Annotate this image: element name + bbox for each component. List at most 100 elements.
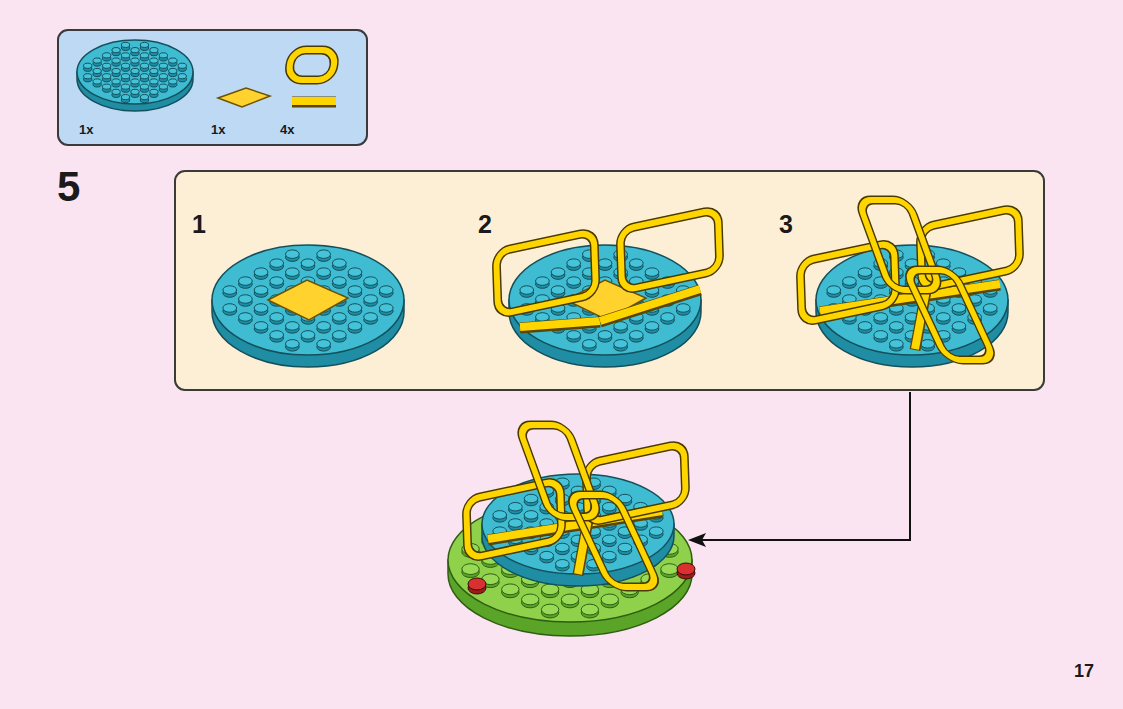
stud bbox=[551, 268, 565, 277]
stud bbox=[858, 286, 872, 295]
stud bbox=[121, 95, 129, 100]
stud bbox=[121, 63, 129, 68]
stud bbox=[618, 543, 632, 552]
stud bbox=[301, 259, 315, 268]
bar-base bbox=[520, 322, 600, 328]
stud bbox=[254, 322, 268, 331]
quantity-label: 1x bbox=[211, 123, 225, 136]
stud bbox=[541, 604, 558, 615]
handle-outline bbox=[466, 480, 562, 559]
stud bbox=[93, 58, 101, 63]
stud bbox=[952, 322, 966, 331]
stud bbox=[285, 340, 299, 349]
handle-loop bbox=[858, 200, 941, 290]
stud bbox=[140, 53, 148, 58]
stud bbox=[582, 340, 596, 349]
stud bbox=[601, 594, 618, 605]
stud bbox=[502, 584, 519, 595]
stud bbox=[121, 84, 129, 89]
stud bbox=[112, 68, 120, 73]
stud bbox=[524, 494, 538, 503]
stud bbox=[661, 313, 675, 322]
stud bbox=[140, 63, 148, 68]
stud bbox=[858, 322, 872, 331]
stud bbox=[169, 68, 177, 73]
stud bbox=[150, 58, 158, 63]
stud bbox=[131, 68, 139, 73]
stud bbox=[858, 268, 872, 277]
stud bbox=[150, 89, 158, 94]
stud bbox=[159, 53, 167, 58]
handle-loop bbox=[288, 50, 336, 80]
stud bbox=[84, 63, 92, 68]
stud bbox=[254, 286, 268, 295]
stud bbox=[524, 511, 538, 520]
stud bbox=[270, 259, 284, 268]
handle-fill bbox=[466, 480, 562, 559]
stud bbox=[112, 58, 120, 63]
stud bbox=[581, 604, 598, 615]
stud bbox=[270, 313, 284, 322]
stud bbox=[629, 331, 643, 340]
stud bbox=[150, 48, 158, 53]
stud bbox=[462, 564, 479, 575]
stud bbox=[348, 268, 362, 277]
handle-fill bbox=[586, 443, 686, 523]
stud bbox=[140, 95, 148, 100]
stud bbox=[131, 58, 139, 63]
handle-loop bbox=[568, 495, 659, 587]
stud bbox=[555, 543, 569, 552]
stud bbox=[889, 322, 903, 331]
stud bbox=[223, 286, 237, 295]
handle-fill bbox=[905, 270, 995, 360]
handle-outline bbox=[620, 209, 720, 291]
stud bbox=[102, 74, 110, 79]
arrow-head bbox=[688, 533, 706, 547]
stud bbox=[614, 340, 628, 349]
stud bbox=[301, 331, 315, 340]
substep-number: 2 bbox=[478, 212, 492, 237]
stud bbox=[649, 527, 663, 536]
handle-loop bbox=[518, 425, 599, 517]
stud bbox=[348, 286, 362, 295]
stud bbox=[169, 58, 177, 63]
plate-top bbox=[212, 245, 404, 355]
red-round bbox=[677, 563, 695, 575]
stud bbox=[952, 304, 966, 313]
stud bbox=[493, 511, 507, 520]
page-number: 17 bbox=[1074, 662, 1094, 680]
stud bbox=[332, 313, 346, 322]
stud bbox=[598, 331, 612, 340]
leader-line bbox=[702, 392, 910, 540]
stud bbox=[140, 74, 148, 79]
stud bbox=[317, 340, 331, 349]
stud bbox=[239, 277, 253, 286]
stud bbox=[874, 313, 888, 322]
stud bbox=[921, 340, 935, 349]
handle-fill bbox=[620, 209, 720, 291]
stud bbox=[332, 277, 346, 286]
stud bbox=[178, 74, 186, 79]
stud bbox=[150, 68, 158, 73]
bar-base bbox=[292, 97, 336, 105]
stud bbox=[536, 277, 550, 286]
stud bbox=[602, 535, 616, 544]
handle-fill bbox=[496, 231, 596, 315]
stud bbox=[317, 322, 331, 331]
bar-base bbox=[600, 289, 700, 321]
plate-top bbox=[77, 40, 193, 104]
stud bbox=[270, 331, 284, 340]
parts-box: 1x1x4x bbox=[57, 29, 368, 146]
stud bbox=[159, 63, 167, 68]
stud bbox=[540, 551, 554, 560]
red-round bbox=[468, 578, 486, 590]
stud bbox=[131, 89, 139, 94]
handle-outline bbox=[905, 270, 995, 360]
stud bbox=[676, 304, 690, 313]
stud bbox=[332, 259, 346, 268]
handle-outline bbox=[496, 231, 596, 315]
stud bbox=[509, 519, 523, 528]
stud bbox=[102, 84, 110, 89]
handle-loop bbox=[466, 480, 562, 559]
stud bbox=[121, 53, 129, 58]
